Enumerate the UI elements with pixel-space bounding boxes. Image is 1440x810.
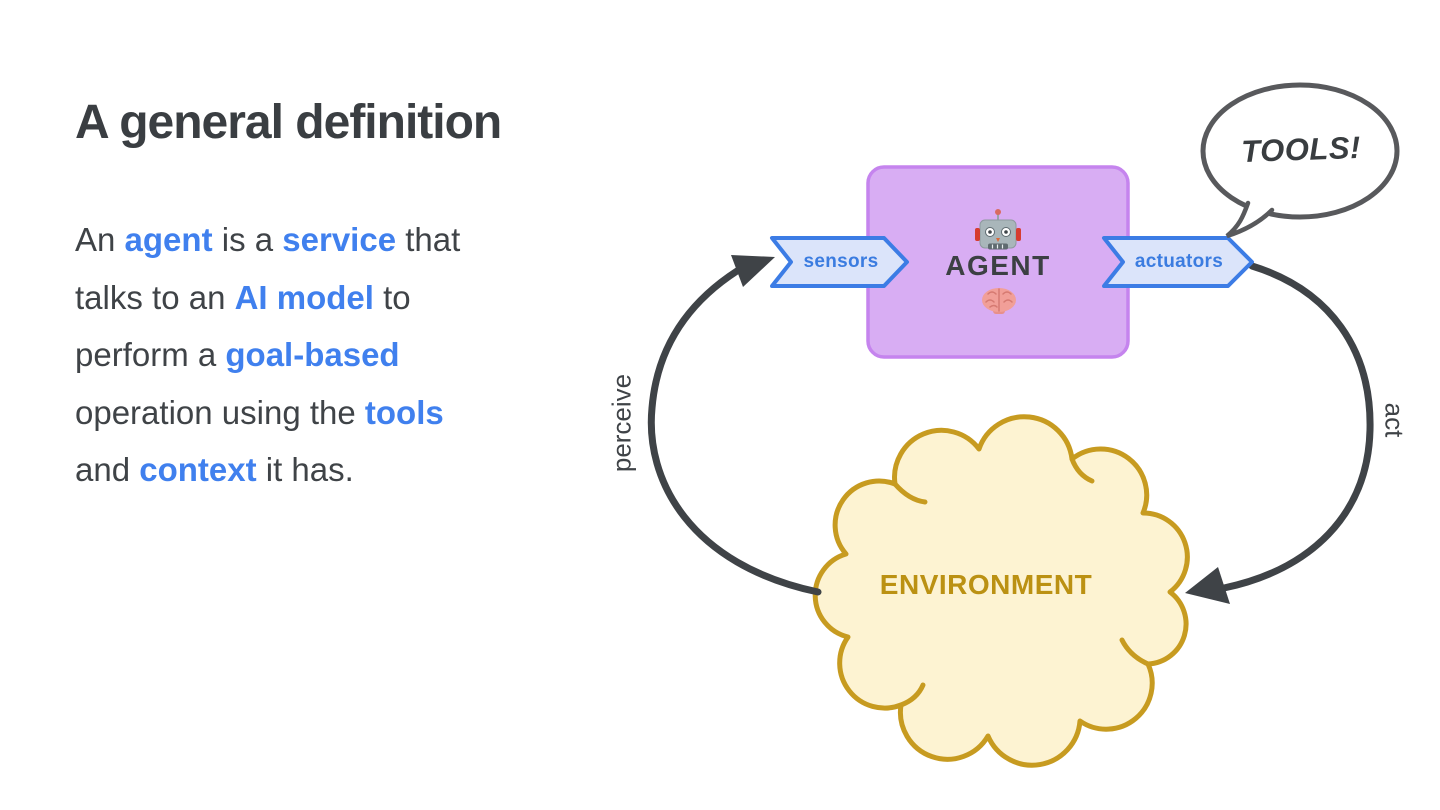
sensors-label: sensors <box>803 251 879 272</box>
text-run: to <box>373 278 411 316</box>
definition-line: and context it has. <box>75 441 615 499</box>
highlighted-term: service <box>282 221 397 258</box>
text-run: perform a <box>75 336 226 373</box>
act-label: act <box>1379 402 1410 438</box>
environment-label: ENVIRONMENT <box>879 569 1093 600</box>
highlighted-term: goal-based <box>225 336 400 373</box>
brain-icon <box>982 288 1016 314</box>
text-run: talks to an <box>75 278 235 316</box>
highlighted-term: tools <box>364 393 444 431</box>
perceive-label: perceive <box>606 373 637 473</box>
robot-icon <box>975 209 1021 250</box>
highlighted-term: AI model <box>234 278 374 316</box>
perceive-arrowhead <box>731 255 775 287</box>
highlighted-term: context <box>139 451 257 488</box>
agent-label: AGENT <box>945 250 1051 281</box>
definition-line: talks to an AI model to <box>75 269 615 327</box>
text-run: and <box>75 451 140 488</box>
text-run: that <box>396 221 461 258</box>
text-run: it has. <box>256 451 354 488</box>
tools-speech-bubble <box>1200 82 1400 239</box>
act-arrowhead <box>1185 567 1230 604</box>
text-run: is a <box>212 221 283 258</box>
text-run: An <box>75 221 125 258</box>
speech-bubble-tail <box>1225 200 1275 239</box>
tools-bubble-label: TOOLS! <box>1240 129 1362 170</box>
actuators-label: actuators <box>1134 251 1224 272</box>
definition-line: An agent is a service that <box>75 211 615 269</box>
sensors-banner <box>770 236 909 288</box>
definition-line: operation using the tools <box>75 384 615 442</box>
act-arrow <box>1185 262 1374 604</box>
page-title: A general definition <box>75 96 502 150</box>
perceive-arrow <box>647 255 822 596</box>
highlighted-term: agent <box>124 221 213 258</box>
cloud-doodle-strokes <box>892 456 1151 708</box>
definition-line: perform a goal-based <box>75 326 615 384</box>
text-run: operation using the <box>75 393 365 431</box>
